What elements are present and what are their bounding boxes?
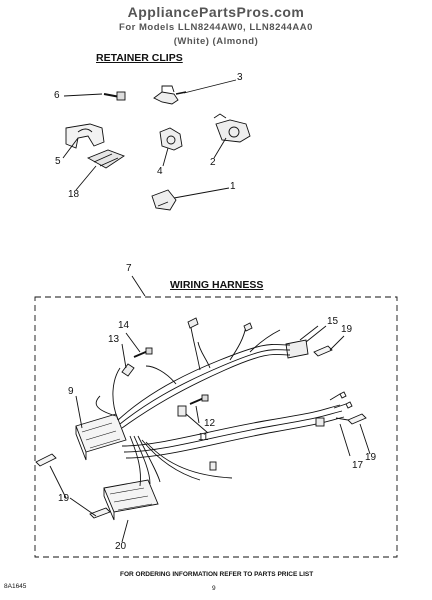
part-12-screw: [189, 394, 209, 405]
connector-9: [75, 413, 127, 461]
callout-19-right: 19: [365, 452, 377, 463]
callout-13: 13: [108, 334, 120, 345]
connector-15: [285, 325, 319, 359]
ordering-note: FOR ORDERING INFORMATION REFER TO PARTS …: [120, 571, 314, 578]
callout-6: 6: [54, 90, 60, 101]
callout-18: 18: [68, 189, 80, 200]
callout-19-top: 19: [341, 324, 353, 335]
doc-code: 8A1645: [4, 583, 27, 590]
part-19-terminal-left: [35, 453, 111, 519]
callout-19-left: 19: [58, 493, 70, 504]
colors-line: (White) (Almond): [173, 36, 259, 47]
callout-12: 12: [204, 418, 216, 429]
callout-9: 9: [68, 386, 74, 397]
retainer-clips-title: RETAINER CLIPS: [96, 52, 183, 64]
part-3-clip: [153, 85, 187, 105]
callout-2: 2: [210, 157, 216, 168]
callout-7: 7: [126, 263, 132, 274]
part-19-terminal-top: [313, 345, 333, 357]
wiring-harness-title: WIRING HARNESS: [170, 279, 264, 291]
part-14-screw: [133, 347, 153, 358]
callout-15: 15: [327, 316, 339, 327]
callout-3: 3: [237, 72, 243, 83]
part-5-clamp: [65, 123, 105, 149]
callout-14: 14: [118, 320, 130, 331]
connector-20: [103, 479, 159, 521]
models-line: For Models LLN8244AW0, LLN8244AA0: [119, 22, 313, 33]
callout-1: 1: [230, 181, 236, 192]
watermark-header: AppliancePartsPros.com: [127, 4, 305, 20]
part-2-clip: [213, 113, 251, 143]
part-1-clip: [151, 189, 177, 211]
callout-20: 20: [115, 541, 127, 552]
part-18-sleeve: [86, 149, 125, 169]
page-number: 9: [212, 585, 216, 592]
part-6-screw: [103, 91, 126, 101]
callout-11: 11: [198, 432, 209, 443]
callout-17: 17: [352, 460, 364, 471]
part-4-clip: [159, 127, 183, 151]
callout-5: 5: [55, 156, 61, 167]
part-19-terminal-right: [347, 413, 367, 425]
callout-4: 4: [157, 166, 163, 177]
